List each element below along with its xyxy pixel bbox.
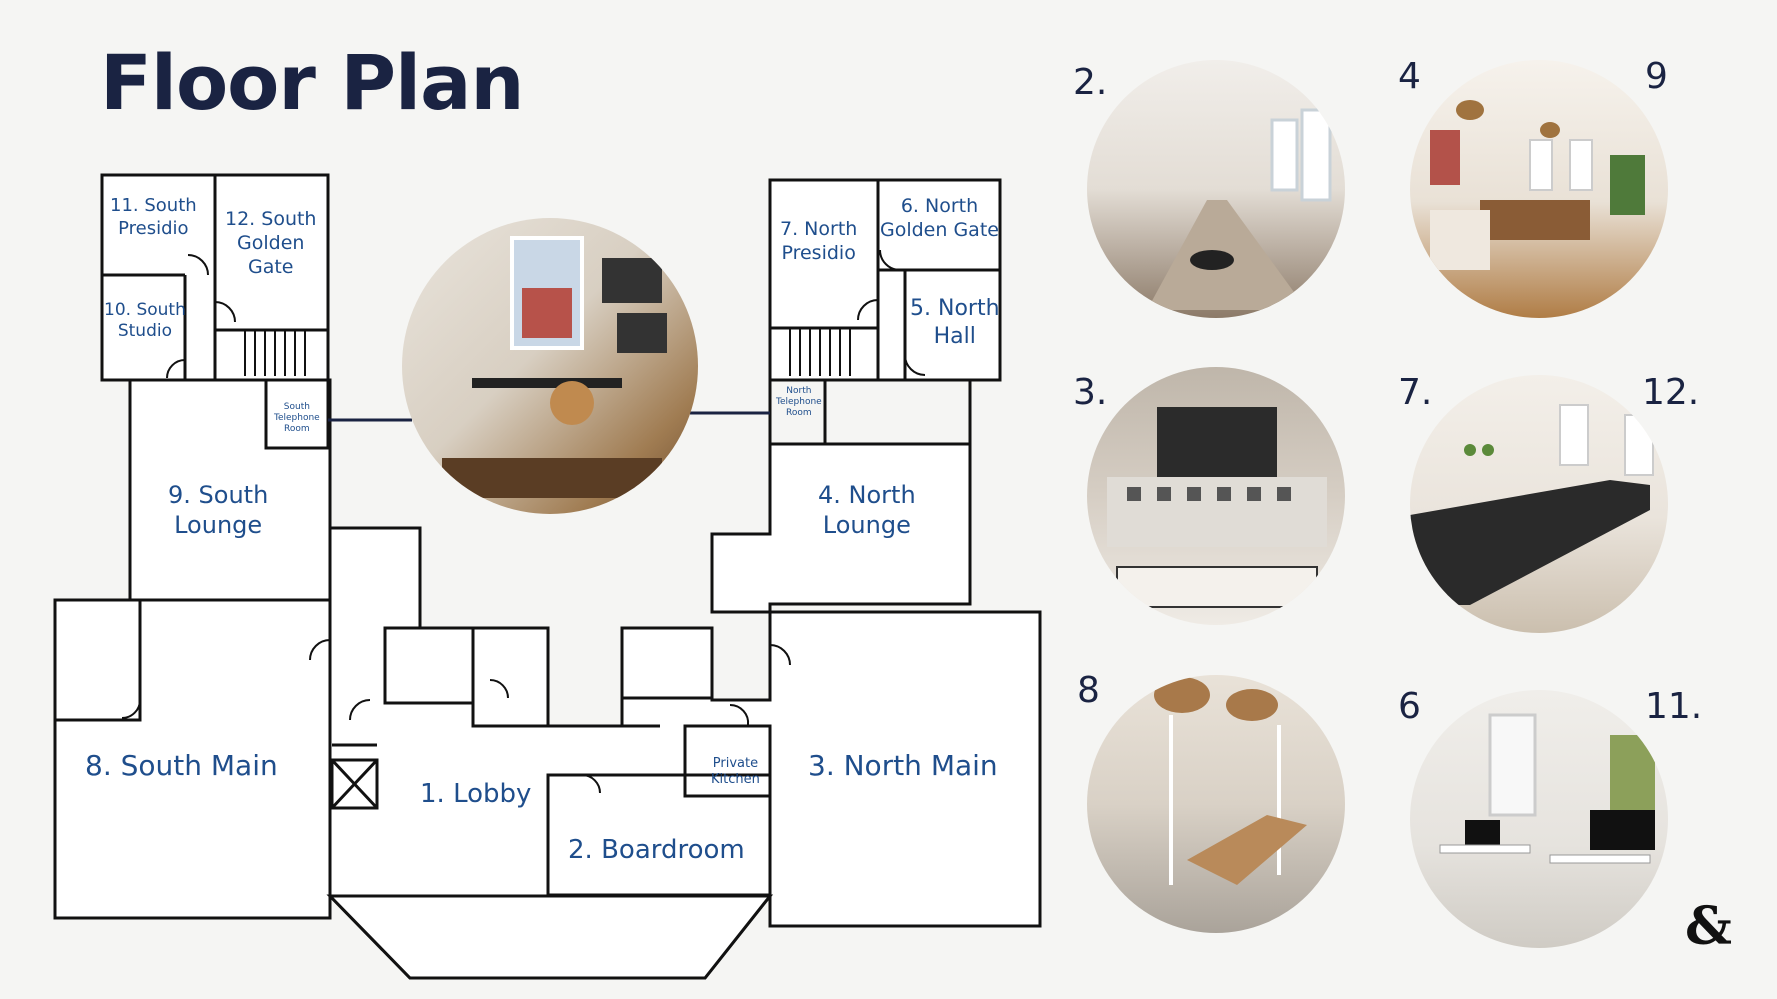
photo-number-2: 2. — [1073, 62, 1108, 103]
room-photo-north-main — [1087, 367, 1345, 625]
photo-number-7: 7. — [1398, 372, 1433, 413]
room-photo-central — [402, 218, 698, 514]
photo-number-6: 6 — [1398, 686, 1421, 727]
room-photo-boardroom — [1087, 60, 1345, 318]
photo-number-3: 3. — [1073, 372, 1108, 413]
room-photo-south-main — [1087, 675, 1345, 933]
photo-number-4: 4 — [1398, 56, 1421, 97]
room-photo-north-lounge — [1410, 60, 1668, 318]
room-3-label: 3. North Main — [808, 749, 998, 782]
photo-number-12: 12. — [1642, 372, 1700, 413]
brand-logo: & — [1685, 896, 1732, 957]
page-title: Floor Plan — [100, 38, 524, 127]
room-8-label: 8. South Main — [85, 749, 278, 782]
photo-number-11: 11. — [1645, 686, 1703, 727]
photo-number-8: 8 — [1077, 670, 1100, 711]
room-photo-north-presidio — [1410, 375, 1668, 633]
room-photo-north-golden-gate — [1410, 690, 1668, 948]
room-1-label: 1. Lobby — [420, 779, 532, 809]
photo-number-9: 9 — [1645, 56, 1668, 97]
room-2-label: 2. Boardroom — [568, 835, 745, 865]
